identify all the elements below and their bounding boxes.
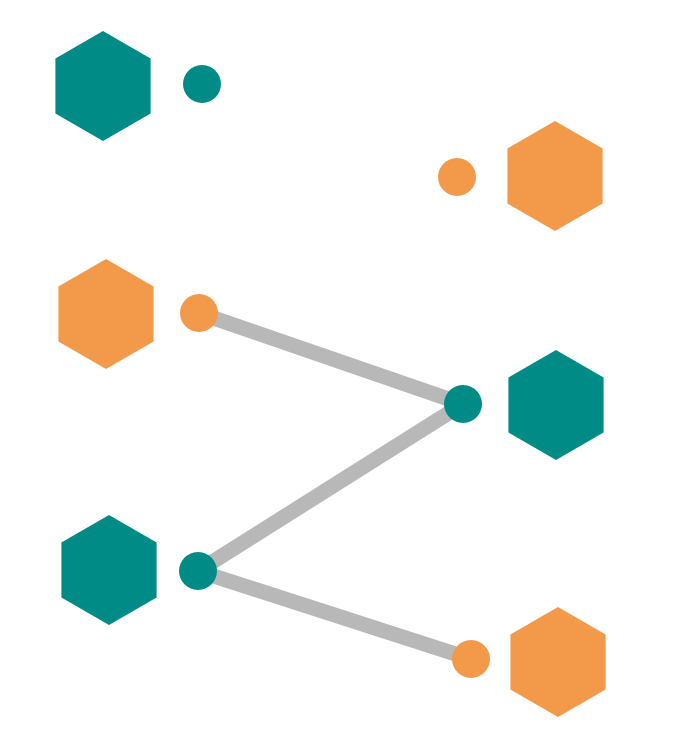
right-tile-3[interactable]: [452, 607, 606, 717]
left-tile-2[interactable]: [58, 259, 218, 369]
connection-line-left-2-to-right-2: [196, 305, 466, 412]
connector-layer: [194, 305, 474, 667]
left-hexagon-3[interactable]: [61, 515, 157, 625]
left-tile-1[interactable]: [55, 31, 221, 141]
right-connector-dot-3[interactable]: [452, 640, 490, 678]
left-connector-dot-3[interactable]: [179, 552, 217, 590]
connection-line-left-3-to-right-3: [195, 563, 474, 667]
right-tile-1[interactable]: [438, 121, 603, 231]
right-hexagon-2[interactable]: [508, 350, 604, 460]
right-connector-dot-1[interactable]: [438, 158, 476, 196]
left-hexagon-2[interactable]: [58, 259, 154, 369]
right-hexagon-3[interactable]: [510, 607, 606, 717]
right-connector-dot-2[interactable]: [444, 385, 482, 423]
left-hexagon-1[interactable]: [55, 31, 151, 141]
tile-layer: [55, 31, 606, 717]
left-tile-3[interactable]: [61, 515, 217, 625]
right-hexagon-1[interactable]: [507, 121, 603, 231]
connection-line-right-2-to-left-3: [194, 397, 467, 578]
left-connector-dot-2[interactable]: [180, 294, 218, 332]
left-connector-dot-1[interactable]: [183, 65, 221, 103]
right-tile-2[interactable]: [444, 350, 604, 460]
